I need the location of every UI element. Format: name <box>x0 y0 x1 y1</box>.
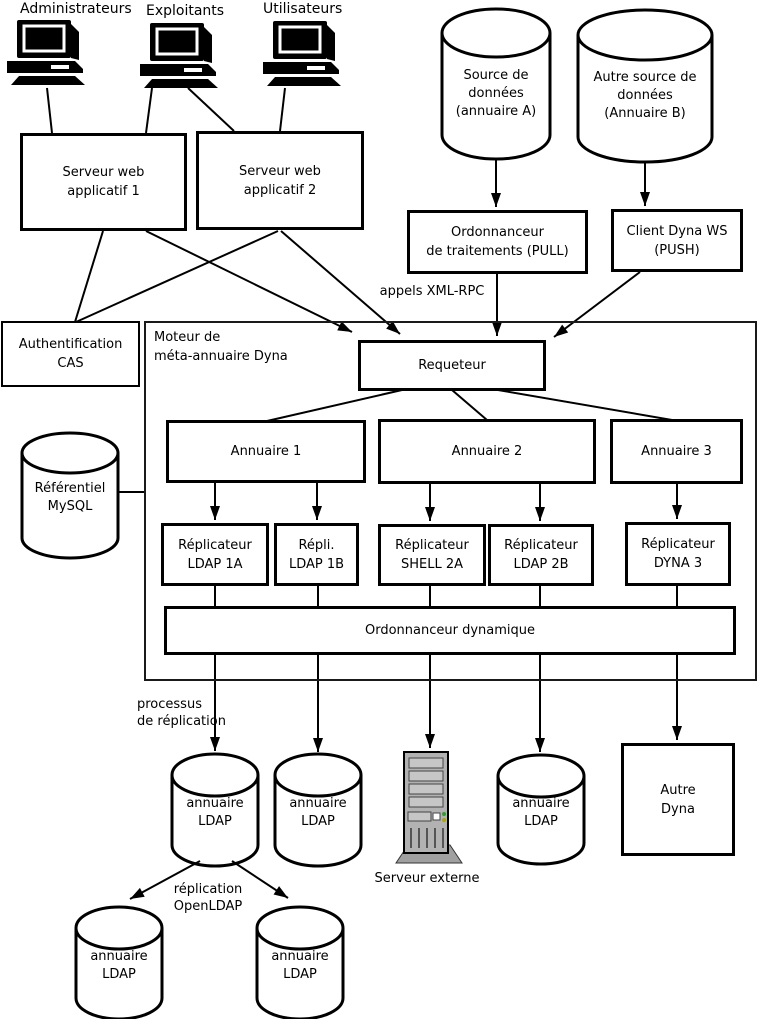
computer-icon-exploitants <box>138 21 220 90</box>
line-exploit-ws1 <box>145 87 153 134</box>
label-autre-source-b: Autre source de données (Annuaire B) <box>593 70 697 121</box>
database-cylinder-ldap-5 <box>255 905 345 1019</box>
line-requeteur-annuaire1 <box>266 389 403 422</box>
node-replicateur-shell-2a: Réplicateur SHELL 2A <box>378 524 486 586</box>
node-annuaire-2: Annuaire 2 <box>378 419 596 484</box>
label-administrateurs: Administrateurs <box>20 1 132 17</box>
computer-icon-utilisateurs <box>261 19 343 88</box>
arrow-ldap1-ldap4 <box>129 860 201 900</box>
node-autre-dyna: Autre Dyna <box>621 743 735 856</box>
database-cylinder-ldap-1 <box>170 752 260 868</box>
node-ordonnanceur-dynamique: Ordonnanceur dynamique <box>164 606 736 655</box>
node-replicateur-ldap-1b: Répli. LDAP 1B <box>274 523 359 586</box>
label-referentiel-mysql: Référentiel MySQL <box>34 481 106 514</box>
node-annuaire-1: Annuaire 1 <box>166 420 366 483</box>
node-annuaire-3: Annuaire 3 <box>610 419 743 484</box>
label-source-annuaire-a: Source de données (annuaire A) <box>455 68 537 119</box>
node-serveur-web-1: Serveur web applicatif 1 <box>20 133 187 231</box>
node-replicateur-ldap-2b: Réplicateur LDAP 2B <box>488 524 594 586</box>
line-users-ws2 <box>279 87 286 132</box>
database-cylinder-mysql <box>20 431 120 560</box>
database-cylinder-ldap-3 <box>496 753 586 866</box>
node-replicateur-dyna-3: Réplicateur DYNA 3 <box>625 522 731 586</box>
arrow-ws1-requeteur <box>145 230 353 333</box>
computer-icon-administrateurs <box>5 18 87 87</box>
database-cylinder-source-a <box>440 7 552 161</box>
line-ws1-cas <box>74 230 104 323</box>
node-serveur-web-2: Serveur web applicatif 2 <box>196 131 364 230</box>
label-utilisateurs: Utilisateurs <box>263 1 343 17</box>
node-replicateur-ldap-1a: Réplicateur LDAP 1A <box>161 523 269 586</box>
label-appels-xml-rpc: appels XML-RPC <box>379 284 485 299</box>
line-exploit-ws2 <box>187 87 235 132</box>
node-ordonnanceur-pull: Ordonnanceur de traitements (PULL) <box>407 210 588 274</box>
node-requeteur: Requeteur <box>358 340 546 391</box>
label-annuaire-ldap-2: annuaire LDAP <box>289 796 347 829</box>
label-annuaire-ldap-5: annuaire LDAP <box>271 949 329 982</box>
database-cylinder-source-b <box>576 8 714 164</box>
label-annuaire-ldap-3: annuaire LDAP <box>512 796 570 829</box>
label-processus-replication: processus de réplication <box>137 697 226 729</box>
arrow-ws2-requeteur <box>280 230 401 335</box>
label-annuaire-ldap-4: annuaire LDAP <box>90 949 148 982</box>
line-admin-ws1 <box>46 87 53 134</box>
arrow-ldap1-ldap5 <box>231 860 289 899</box>
label-exploitants: Exploitants <box>146 3 225 19</box>
engine-container: Moteur de méta-annuaire Dyna <box>144 321 757 681</box>
engine-container-title: Moteur de méta-annuaire Dyna <box>154 330 288 364</box>
line-requeteur-annuaire3 <box>497 389 673 421</box>
node-client-dyna-ws: Client Dyna WS (PUSH) <box>611 209 743 272</box>
line-requeteur-annuaire2 <box>451 389 488 421</box>
line-ws2-cas <box>75 230 279 323</box>
label-annuaire-ldap-1: annuaire LDAP <box>186 796 244 829</box>
arrow-clientws-requeteur <box>553 271 641 338</box>
node-authentification-cas: Authentification CAS <box>1 321 140 387</box>
database-cylinder-ldap-4 <box>74 905 164 1019</box>
label-replication-openldap: réplication OpenLDAP <box>173 882 243 914</box>
server-tower-icon <box>395 751 463 864</box>
label-serveur-externe: Serveur externe <box>374 871 480 886</box>
database-cylinder-ldap-2 <box>273 752 363 868</box>
